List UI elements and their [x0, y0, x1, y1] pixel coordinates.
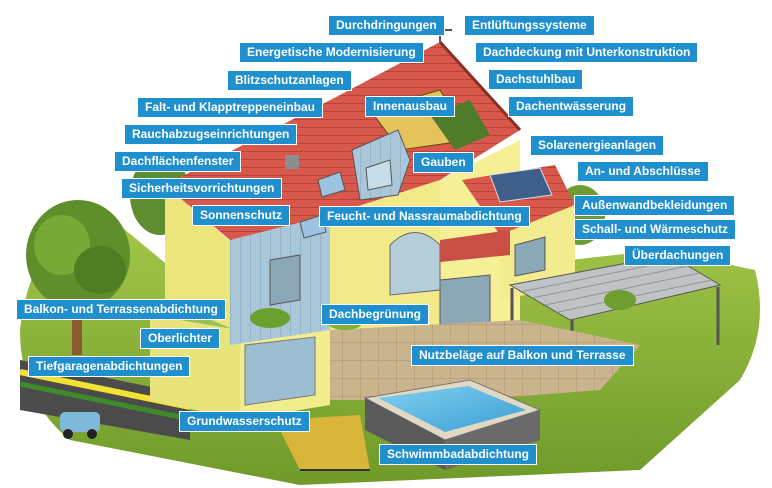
label-dachbegruenung: Dachbegrünung — [322, 305, 428, 324]
label-dachentwaesserung: Dachentwässerung — [509, 97, 634, 116]
label-rauchabzugseinrichtungen: Rauchabzugseinrichtungen — [125, 125, 297, 144]
label-dachstuhlbau: Dachstuhlbau — [489, 70, 583, 89]
label-solarenergieanlagen: Solarenergieanlagen — [531, 136, 664, 155]
label-energetische-modernisierung: Energetische Modernisierung — [240, 43, 423, 62]
label-oberlichter: Oberlichter — [141, 329, 220, 348]
label-grundwasserschutz: Grundwasserschutz — [180, 412, 309, 431]
label-blitzschutzanlagen: Blitzschutzanlagen — [228, 71, 351, 90]
label-sicherheitsvorrichtungen: Sicherheitsvorrichtungen — [122, 179, 282, 198]
label-gauben: Gauben — [414, 153, 473, 172]
label-ueberdachungen: Überdachungen — [625, 246, 731, 265]
label-durchdringungen: Durchdringungen — [329, 16, 444, 35]
label-entlueftungssysteme: Entlüftungssysteme — [465, 16, 594, 35]
label-an-abschluesse: An- und Abschlüsse — [578, 162, 708, 181]
label-balkon-terrassenabdichtung: Balkon- und Terrassenabdichtung — [17, 300, 225, 319]
label-sonnenschutz: Sonnenschutz — [193, 206, 290, 225]
label-nutzbelaege: Nutzbeläge auf Balkon und Terrasse — [412, 346, 633, 365]
label-schwimmbadabdichtung: Schwimmbadabdichtung — [380, 445, 537, 464]
dormer — [351, 129, 411, 201]
label-dachflaechenfenster: Dachflächenfenster — [115, 152, 241, 171]
label-innenausbau: Innenausbau — [366, 97, 455, 116]
label-falt-klapptreppeneinbau: Falt- und Klapptreppeneinbau — [138, 98, 322, 117]
label-tiefgaragenabdichtungen: Tiefgaragenabdichtungen — [29, 357, 190, 376]
label-aussenwandbekleidungen: Außenwandbekleidungen — [575, 196, 735, 215]
tree-left — [26, 200, 130, 355]
label-dachdeckung: Dachdeckung mit Unterkonstruktion — [476, 43, 698, 62]
label-schall-waermeschutz: Schall- und Wärmeschutz — [575, 220, 736, 239]
underground-section — [19, 360, 370, 471]
label-feucht-nassraumabdichtung: Feucht- und Nassraumabdichtung — [320, 207, 529, 226]
